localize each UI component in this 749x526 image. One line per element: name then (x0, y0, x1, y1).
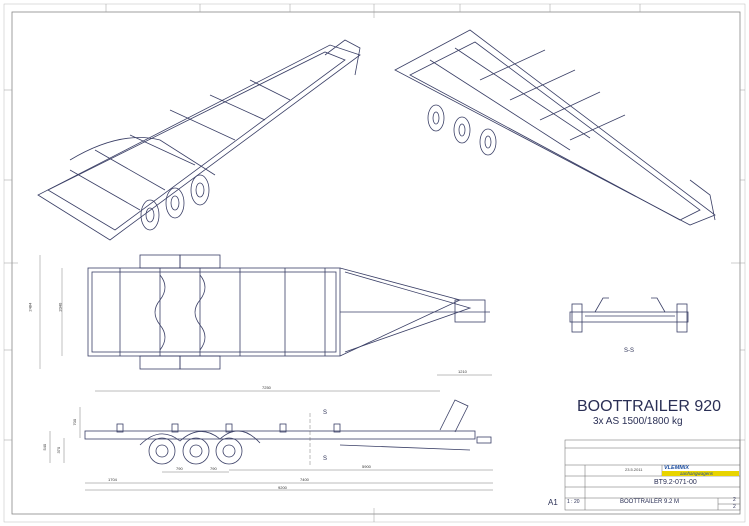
sheet-size: A1 (548, 498, 558, 507)
dim-overall-length: 9200 (278, 485, 287, 490)
outer-border (3, 3, 746, 523)
section-view (569, 297, 689, 333)
sheet-count: 2 (733, 504, 736, 510)
brand-logo: VLEMMIX (664, 465, 690, 471)
scale: 1 : 20 (567, 499, 580, 505)
dim-drawbar: 1210 (458, 369, 467, 374)
dim-axle-to-coupling: 7400 (300, 477, 309, 482)
drawing-number: BT9.2-071-00 (654, 479, 697, 486)
dim-rear-to-axle: 1704 (108, 477, 117, 482)
isometric-view-left (37, 39, 361, 241)
drawing-title: BOOTTRAILER 920 (577, 398, 722, 415)
top-view-dimensions (39, 255, 63, 369)
section-label: S-S (624, 348, 635, 354)
border-ticks (4, 4, 745, 522)
dim-height-2: 540 (42, 443, 48, 451)
dim-height-1: 700 (72, 418, 78, 426)
part-name: BOOTTRAILER 9.2 M (620, 499, 680, 505)
date: 23.5.2011 (625, 467, 643, 472)
dim-axle-spacing-1: 790 (176, 466, 183, 471)
dim-axle-to-coupling-2: 5900 (362, 464, 371, 469)
isometric-view-right (394, 29, 716, 226)
sheet-number: 2 (733, 497, 736, 503)
dim-width-inner: 2040 (57, 302, 63, 312)
drawing-subtitle: 3x AS 1500/1800 kg (593, 416, 683, 427)
section-marker-bottom: S (323, 456, 328, 462)
dim-height-3: 370 (56, 446, 62, 454)
section-marker-top: S (323, 410, 328, 416)
brand-tagline-bar (662, 471, 739, 476)
side-view-dimensions (49, 374, 493, 491)
dim-width-outer: 2484 (27, 302, 33, 312)
dim-axle-spacing-2: 790 (210, 466, 217, 471)
side-view (84, 399, 492, 465)
dim-support-length: 7250 (262, 385, 271, 390)
brand-tagline: aanhangwagens (680, 471, 714, 476)
top-view (87, 254, 490, 370)
